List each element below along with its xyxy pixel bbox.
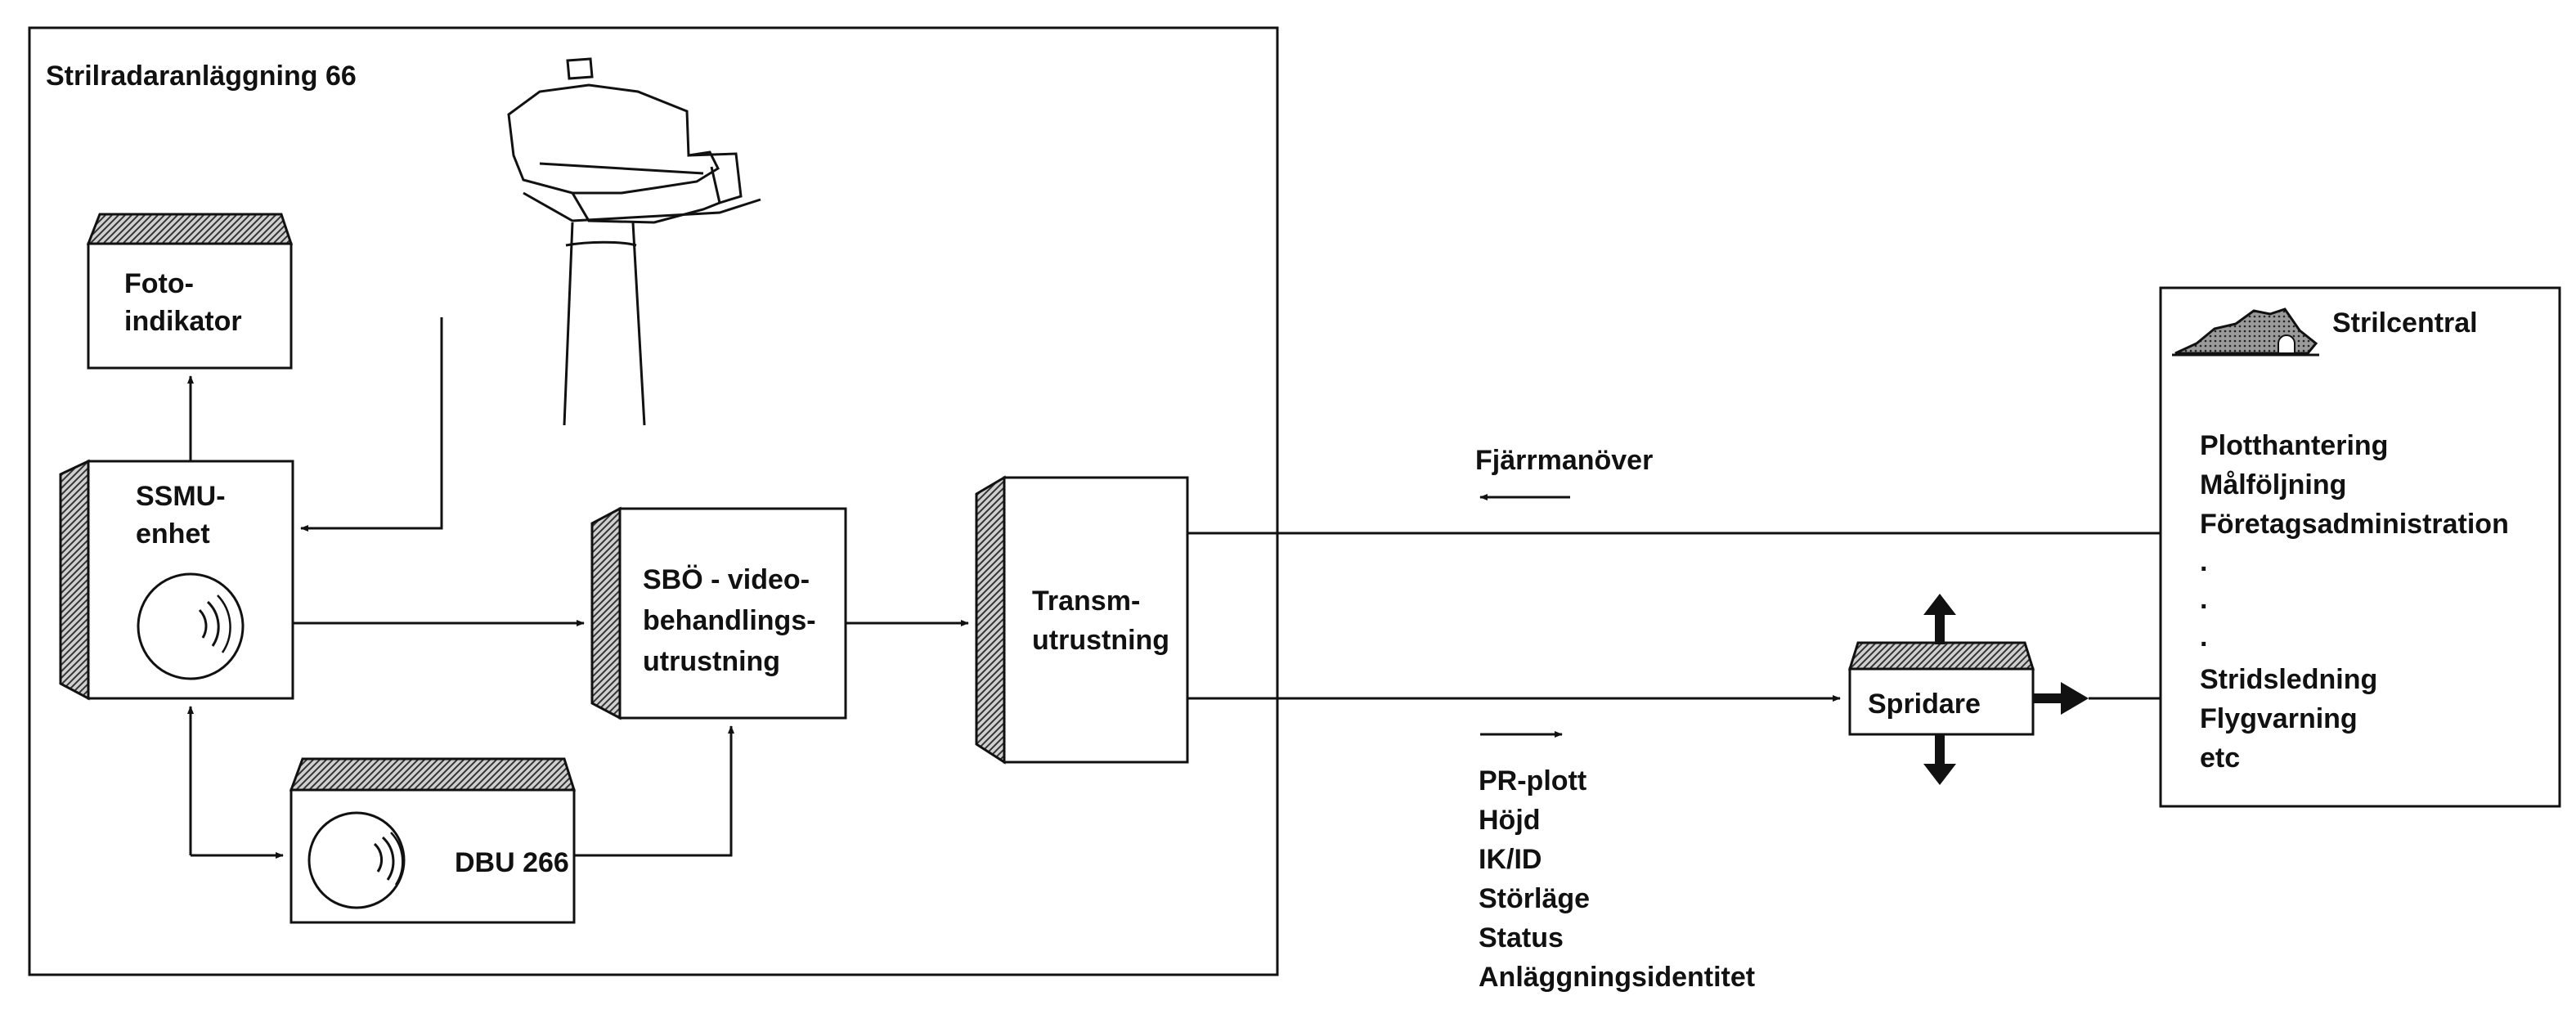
external-links (1187, 494, 2161, 738)
dbu-label: DBU 266 (455, 847, 569, 878)
central-function-item: . (2200, 621, 2207, 653)
downstream-item: Störläge (1479, 883, 1590, 914)
dbu-266-block: DBU 266 (289, 757, 577, 924)
central-function-item: Stridsledning (2200, 664, 2377, 695)
transm-label-1: Transm- (1032, 586, 1140, 617)
fjarrmanover-label: Fjärrmanöver (1475, 445, 1653, 476)
downstream-item: Höjd (1479, 805, 1541, 836)
central-function-item: Plotthantering (2200, 430, 2388, 461)
ssmu-enhet-block: SSMU- enhet (59, 459, 294, 701)
ssmu-label-1: SSMU- (136, 481, 226, 512)
distribution-arrow-icon (1923, 594, 2089, 785)
mountain-bunker-icon (2172, 307, 2319, 357)
foto-label-1: Foto- (124, 268, 194, 299)
radar-antenna-icon (507, 57, 761, 426)
strilcentral-title: Strilcentral (2332, 307, 2478, 339)
downstream-item: Status (1479, 922, 1564, 953)
central-function-item: . (2200, 584, 2207, 615)
station-title: Strilradaranläggning 66 (46, 61, 357, 92)
transmissionsutrustning-block: Transm- utrustning (975, 475, 1189, 765)
sbo-label-2: behandlings- (643, 605, 816, 636)
radar-screen-icon (137, 572, 245, 680)
foto-indikator-block: Foto- indikator (86, 213, 294, 370)
downstream-item: PR-plott (1479, 765, 1586, 796)
central-function-item: etc (2200, 743, 2240, 774)
ssmu-label-2: enhet (136, 518, 210, 550)
downstream-item: Anläggningsidentitet (1479, 962, 1755, 993)
downstream-data-list: PR-plott Höjd IK/ID Störläge Status Anlä… (1479, 765, 1755, 993)
central-function-item: Målföljning (2200, 469, 2346, 500)
spridare-label: Spridare (1868, 689, 1981, 720)
sbo-label-3: utrustning (643, 646, 780, 677)
downstream-item: IK/ID (1479, 844, 1542, 875)
transm-label-2: utrustning (1032, 625, 1169, 656)
station-boundary: Strilradaranläggning 66 (28, 26, 1279, 976)
central-function-item: Flygvarning (2200, 703, 2358, 734)
spridare-block: Spridare (1847, 594, 2089, 785)
sbo-label-1: SBÖ - video- (643, 564, 810, 595)
sbo-videobehandling-block: SBÖ - video- behandlings- utrustning (590, 506, 847, 720)
central-function-item: Företagsadministration (2200, 509, 2509, 540)
foto-label-2: indikator (124, 306, 242, 337)
internal-connections (187, 317, 969, 859)
central-function-item: . (2200, 546, 2207, 577)
strilcentral-block: Strilcentral Plotthantering Målföljning … (2159, 286, 2561, 808)
radar-screen-icon (307, 811, 406, 909)
